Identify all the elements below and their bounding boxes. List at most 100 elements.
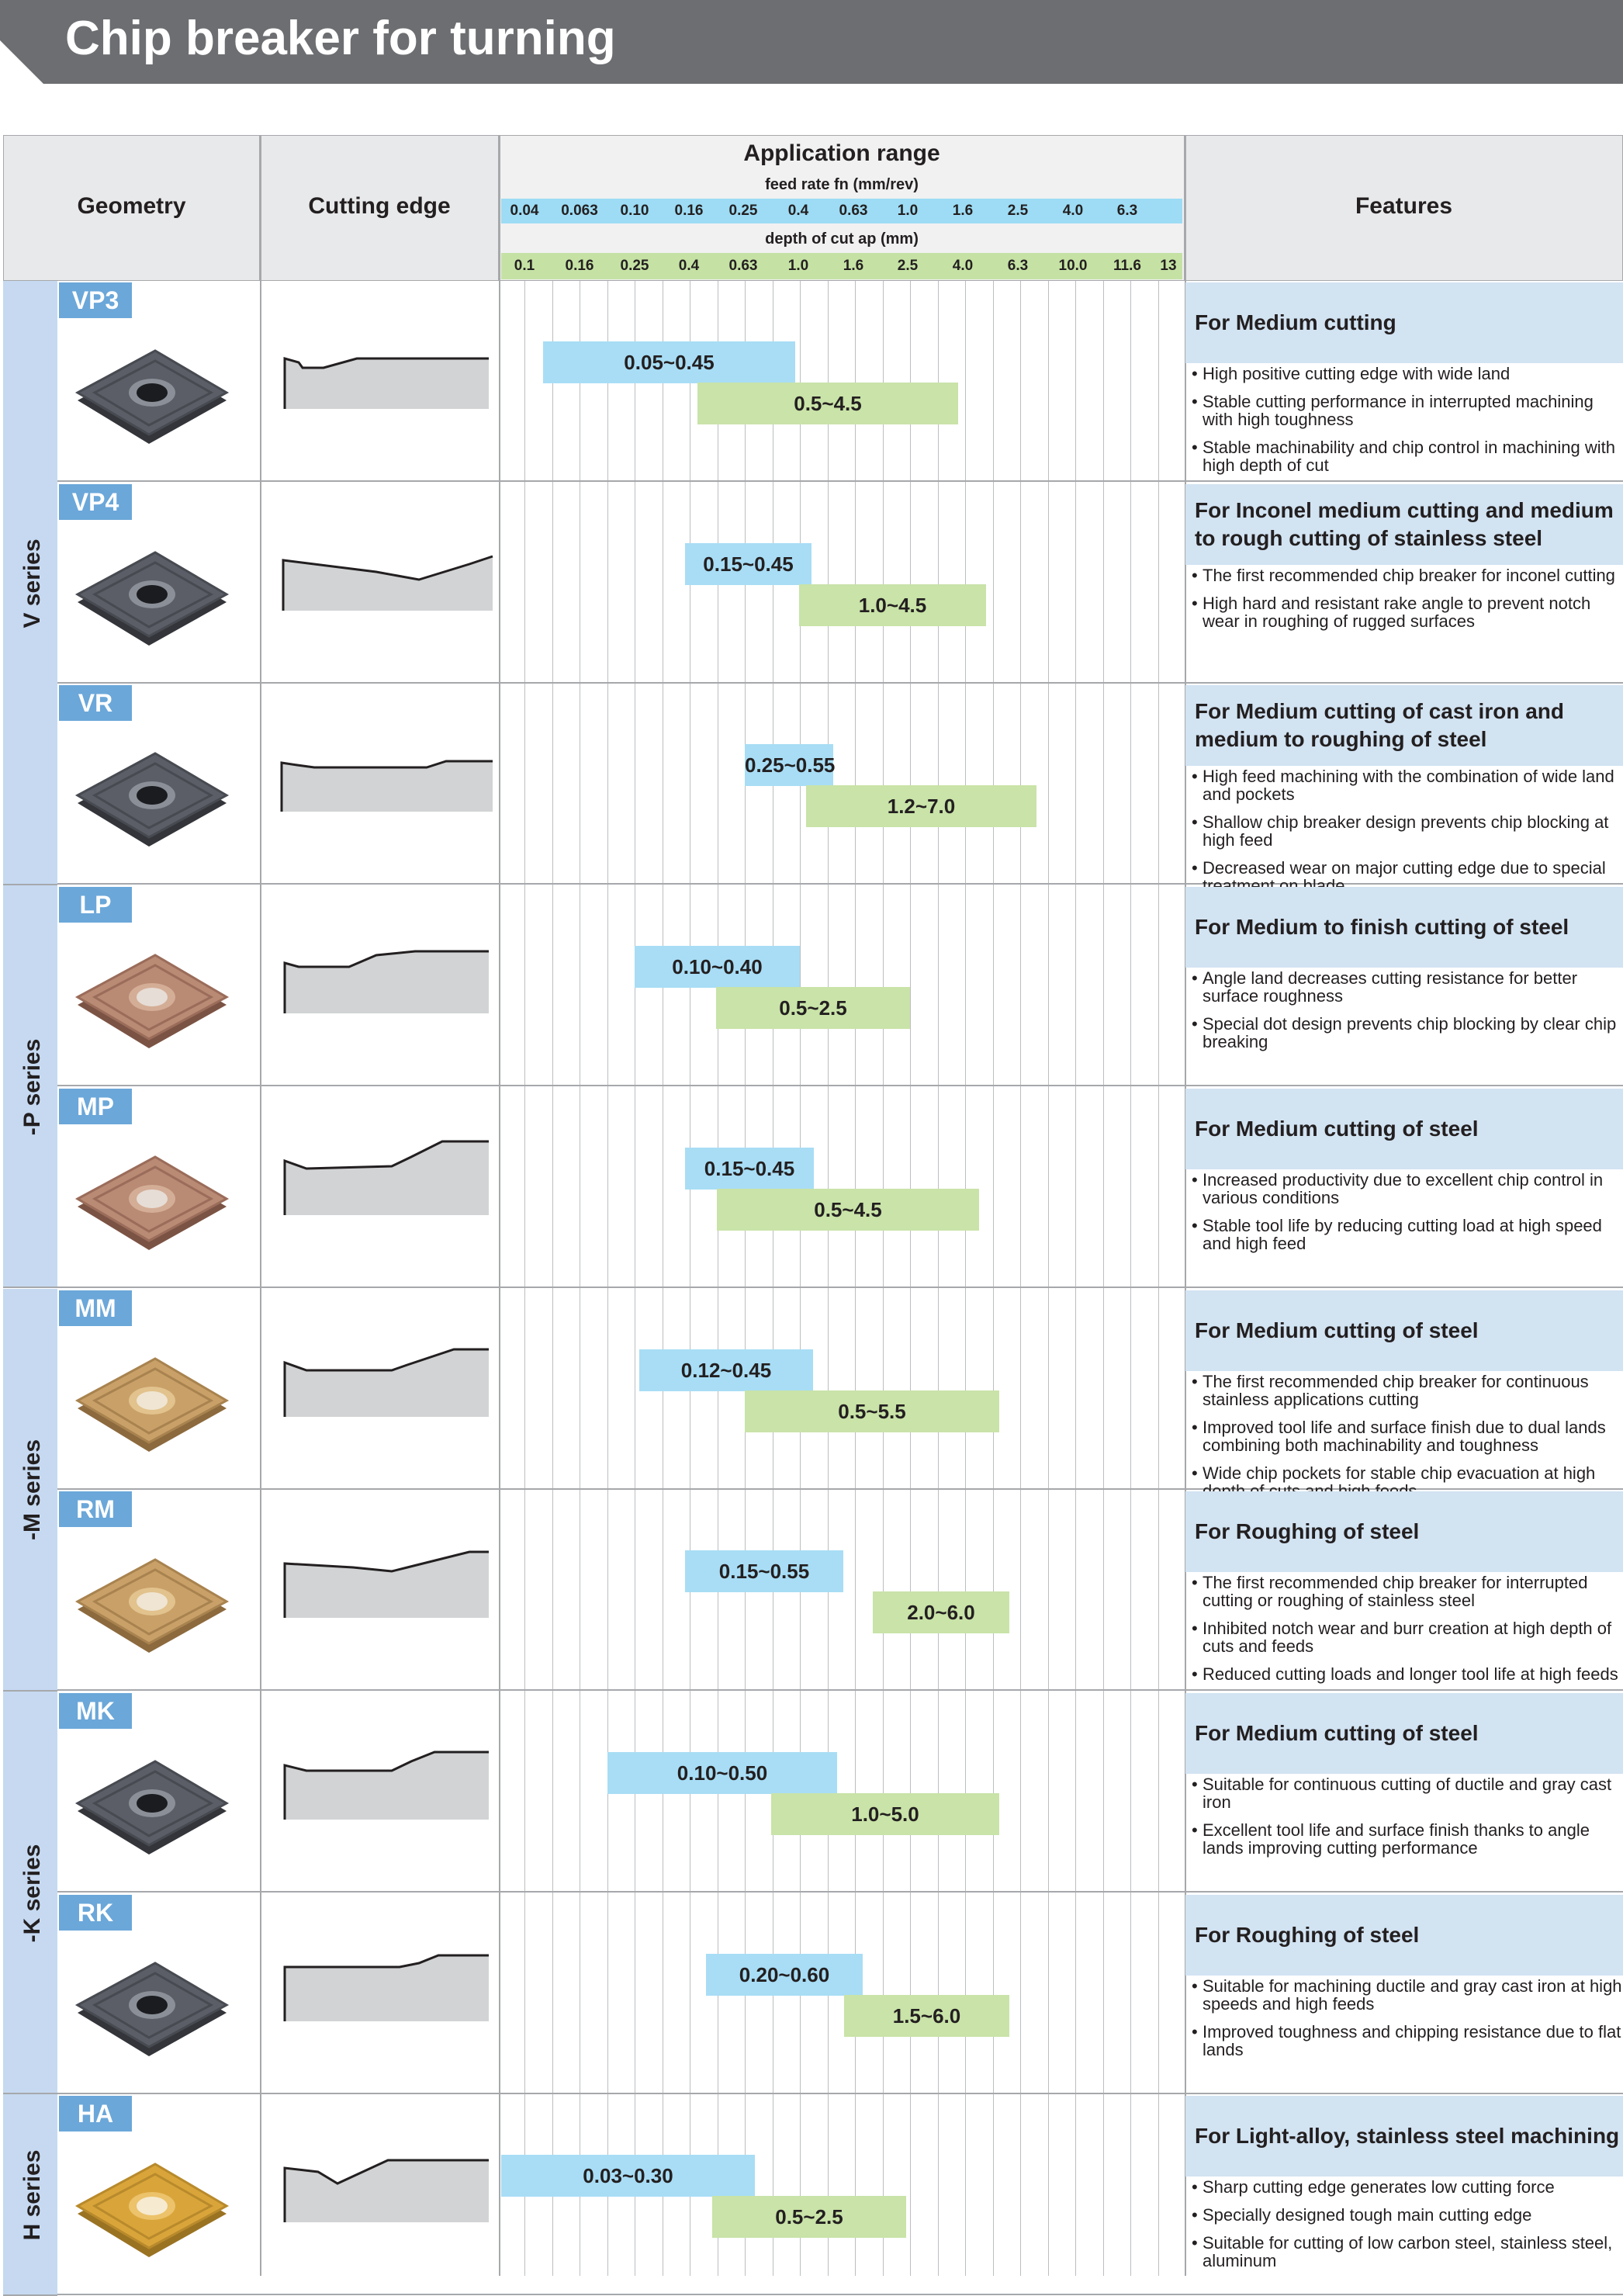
feature-item: Excellent tool life and surface finish t… [1192, 1821, 1623, 1857]
insert-image [74, 1962, 230, 2056]
series-label: -P series [19, 1038, 45, 1136]
feature-item: The first recommended chip breaker for i… [1192, 1574, 1623, 1609]
cutting-edge-profile [283, 1348, 489, 1417]
feature-title: For Medium cutting of steel [1195, 1721, 1479, 1745]
geometry-code-badge: VP4 [59, 484, 132, 520]
geometry-header-label: Geometry [77, 193, 186, 219]
grid-line [1048, 281, 1049, 2276]
cutting-edge-outline [283, 357, 489, 409]
cutting-edge-picture [275, 1335, 500, 1444]
depth-tick-label: 10.0 [1058, 258, 1088, 274]
grid-line [883, 281, 884, 2276]
cutting-edge-outline [280, 760, 493, 812]
cutting-edge-picture [275, 932, 500, 1041]
feed-range-bar: 0.03~0.30 [501, 2155, 755, 2197]
insert-chipbreaker-land [92, 762, 214, 829]
feed-tick-label: 1.0 [897, 203, 919, 219]
feed-tick-label: 0.63 [839, 203, 868, 219]
feature-title: For Roughing of steel [1195, 1519, 1420, 1543]
feed-range-bar: 0.15~0.55 [685, 1550, 843, 1592]
feature-title: For Medium cutting of cast iron and medi… [1195, 699, 1564, 751]
insert-picture [74, 2149, 230, 2280]
cutting-edge-body [285, 1141, 489, 1215]
cutting-edge-body [285, 1349, 489, 1417]
cutting-edge-picture [275, 1738, 500, 1847]
feature-item: High feed machining with the combination… [1192, 767, 1623, 803]
feature-item: The first recommended chip breaker for c… [1192, 1373, 1623, 1408]
feed-tick-label: 2.5 [1007, 203, 1029, 219]
geometry-code-badge: RK [59, 1895, 132, 1931]
feature-item: Stable cutting performance in interrupte… [1192, 393, 1623, 428]
feed-range-bar: 0.10~0.50 [607, 1752, 837, 1794]
cutting-edge-body [285, 951, 489, 1013]
grid-line [1158, 281, 1159, 2276]
insert-picture [74, 1343, 230, 1475]
feature-list: High feed machining with the combination… [1192, 767, 1623, 905]
series-band [3, 281, 57, 885]
grid-line [1130, 281, 1131, 2276]
feature-item: Sharp cutting edge generates low cutting… [1192, 2178, 1623, 2196]
feed-tick-label: 0.063 [561, 203, 598, 219]
cutting-edge-body [285, 1955, 489, 2021]
series-label: -M series [19, 1439, 45, 1541]
grid-line [1020, 281, 1021, 2276]
cutting-edge-profile [280, 760, 493, 812]
grid-line [855, 281, 856, 2276]
grid-line [828, 281, 829, 2276]
series-label: -K series [19, 1844, 45, 1943]
feature-title-box: For Medium cutting of cast iron and medi… [1185, 685, 1623, 766]
insert-chipbreaker-land [92, 2173, 214, 2240]
series-label: H series [19, 2149, 45, 2241]
feature-item: Special dot design prevents chip blockin… [1192, 1015, 1623, 1051]
feature-title-box: For Roughing of steel [1185, 1491, 1623, 1572]
insert-chipbreaker-land [92, 561, 214, 629]
depth-tick-label: 0.16 [565, 258, 594, 274]
depth-range-bar: 0.5~4.5 [697, 383, 958, 424]
grid-line [938, 281, 939, 2276]
feature-title-box: For Medium cutting of steel [1185, 1089, 1623, 1169]
geometry-code-badge: MP [59, 1089, 132, 1124]
feature-list: Suitable for continuous cutting of ducti… [1192, 1775, 1623, 1867]
feature-title-box: For Roughing of steel [1185, 1895, 1623, 1976]
features-header: Features [1185, 135, 1623, 281]
feature-item: Increased productivity due to excellent … [1192, 1171, 1623, 1207]
insert-picture [74, 1948, 230, 2080]
cutting-edge-body [285, 2160, 489, 2222]
cutting-edge-body [283, 556, 493, 611]
feed-tick-label: 0.4 [787, 203, 809, 219]
insert-hole [137, 1592, 168, 1611]
cutting-edge-body [285, 358, 489, 409]
depth-tick-label: 0.63 [728, 258, 758, 274]
cutting-edge-picture [275, 1940, 500, 2048]
feature-title: For Light-alloy, stainless steel machini… [1195, 2124, 1620, 2148]
chip-breaker-row: VR [57, 684, 1623, 885]
feature-list: Suitable for machining ductile and gray … [1192, 1977, 1623, 2069]
page-title: Chip breaker for turning [65, 12, 616, 65]
feature-title: For Medium cutting [1195, 310, 1396, 334]
cutting-edge-outline [283, 1751, 489, 1820]
insert-hole [137, 786, 168, 805]
column-separator [1185, 135, 1186, 2276]
column-separator [499, 135, 500, 2276]
cutting-edge-profile [283, 1140, 489, 1215]
insert-hole [137, 2197, 168, 2215]
insert-image [74, 1760, 230, 1854]
depth-tick-label: 1.0 [787, 258, 809, 274]
insert-chipbreaker-land [92, 1568, 214, 1636]
cutting-edge-picture [275, 327, 500, 436]
depth-tick-label: 0.25 [620, 258, 649, 274]
depth-range-bar: 0.5~5.5 [745, 1390, 999, 1432]
feed-tick-label: 0.25 [728, 203, 758, 219]
insert-chipbreaker-land [92, 359, 214, 427]
insert-chipbreaker-land [92, 1770, 214, 1837]
grid-line [745, 281, 746, 2276]
feature-item: Suitable for continuous cutting of ducti… [1192, 1775, 1623, 1811]
grid-line [993, 281, 994, 2276]
geometry-code-badge: MK [59, 1693, 132, 1729]
feature-list: High positive cutting edge with wide lan… [1192, 365, 1623, 484]
cutting-edge-outline [283, 1348, 489, 1417]
geometry-code-badge: VP3 [59, 282, 132, 318]
feed-range-bar: 0.20~0.60 [706, 1954, 863, 1996]
cutting-edge-profile [283, 950, 489, 1013]
insert-image [74, 1155, 230, 1250]
